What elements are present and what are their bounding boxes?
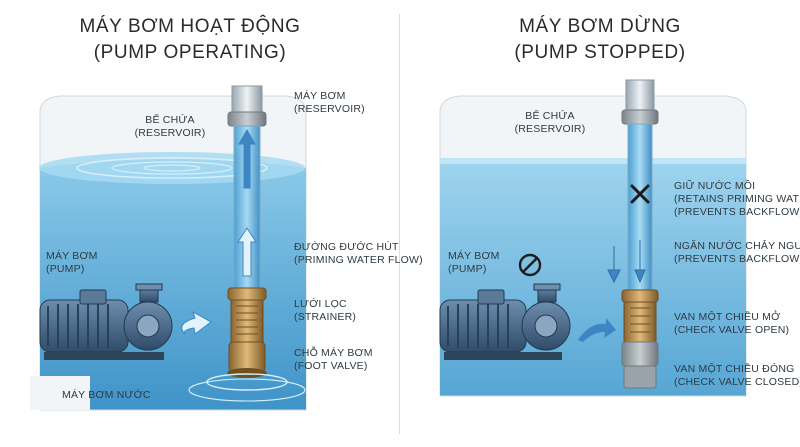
right-reservoir-label: BỂ CHỨA <box>525 110 575 122</box>
right-backflow-label: NGĂN NƯỚC CHẢY NGƯỢC <box>674 240 800 252</box>
right-pump-sublabel: (PUMP) <box>448 263 487 275</box>
right-valve-open-sublabel: (CHECK VALVE OPEN) <box>674 324 790 336</box>
right-title: MÁY BƠM DỪNG <box>519 16 681 37</box>
left-strainer-label: LƯỚI LỌC <box>294 298 347 310</box>
left-foot-valve-label: CHỖ MÁY BƠM <box>294 347 373 359</box>
right-valve-closed-label: VAN MỘT CHIỀU ĐÓNG <box>674 363 795 375</box>
left-reservoir-sublabel: (RESERVOIR) <box>134 127 206 139</box>
left-base-plate <box>30 376 90 410</box>
left-pipe-label: MÁY BƠM <box>294 90 346 102</box>
left-pipe-sublabel: (RESERVOIR) <box>294 103 365 115</box>
left-pump <box>39 283 173 360</box>
left-title: MÁY BƠM HOẠT ĐỘNG <box>79 16 301 37</box>
right-reservoir-sublabel: (RESERVOIR) <box>514 123 586 135</box>
right-retain-sublabel-1: (RETAINS PRIMING WATER) <box>674 193 800 205</box>
left-priming-sublabel: (PRIMING WATER FLOW) <box>294 254 423 266</box>
right-x-mark <box>630 184 650 204</box>
right-valve-open-label: VAN MỘT CHIỀU MỞ <box>674 311 781 323</box>
right-down-arrows <box>607 240 646 284</box>
left-bottom-label: MÁY BƠM NƯỚC <box>62 389 151 401</box>
left-reservoir-label: BỂ CHỨA <box>145 114 195 126</box>
right-backflow-sublabel: (PREVENTS BACKFLOW) <box>674 253 800 265</box>
left-strainer-sublabel: (STRAINER) <box>294 311 357 323</box>
right-valve-closed-sublabel: (CHECK VALVE CLOSED) <box>674 376 800 388</box>
right-pump <box>439 283 616 360</box>
right-subtitle: (PUMP STOPPED) <box>514 42 686 63</box>
right-retain-sublabel-2: (PREVENTS BACKFLOW) <box>674 206 800 218</box>
left-subtitle: (PUMP OPERATING) <box>93 42 287 63</box>
left-flow-arrows <box>181 128 257 335</box>
left-priming-label: ĐƯỜNG ĐƯỚC HÚT <box>294 241 399 253</box>
right-prohibit-icon <box>518 253 542 277</box>
right-pump-label: MÁY BƠM <box>448 250 500 262</box>
left-pump-sublabel: (PUMP) <box>46 263 85 275</box>
left-foot-valve-sublabel: (FOOT VALVE) <box>294 360 368 372</box>
right-retain-label: GIỮ NƯỚC MỒI <box>674 180 756 192</box>
left-pump-label: MÁY BƠM <box>46 250 98 262</box>
panel-divider <box>399 14 400 434</box>
